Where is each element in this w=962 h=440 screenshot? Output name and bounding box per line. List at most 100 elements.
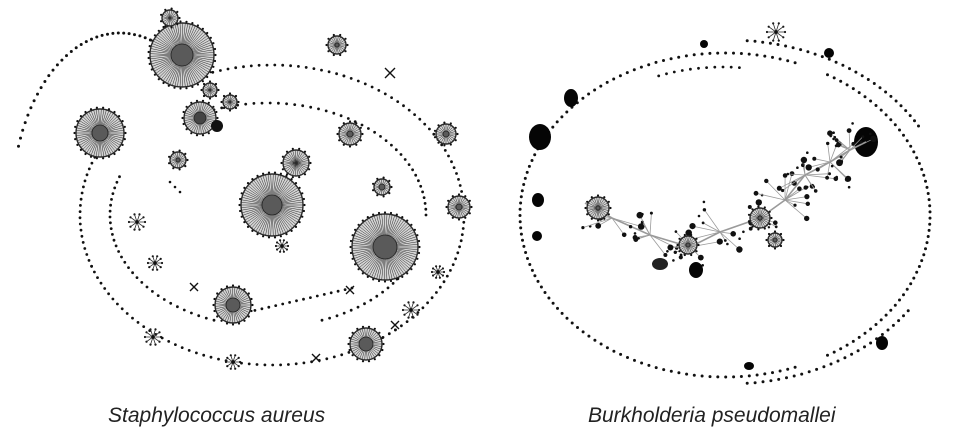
dark-node [211,120,223,132]
tree-branch [779,174,806,189]
cluster-ring-right-b [433,121,459,147]
tree-leaf [839,155,843,159]
cluster-ring-top [325,33,349,57]
tree-cluster-small [765,230,785,250]
tree-leaf [764,178,769,184]
star-node-d [224,354,242,370]
cross-node-a [384,67,396,79]
tree-leaf [870,135,877,142]
tree-branch [649,234,666,256]
tree-leaf [663,253,668,257]
central-tree [581,122,877,267]
tree-leaf [827,130,833,136]
cluster-ring-right-c [445,193,473,221]
tree-leaf [833,176,839,182]
star-node-top-right-panel [765,22,787,42]
tree-branch [804,174,836,180]
star-node-e [401,301,421,319]
outer-ring-right-right-panel [826,73,932,357]
tree-leaf [836,159,843,167]
tree-leaf [846,128,852,134]
tree-leaf [805,164,812,171]
tree-leaf [636,211,644,219]
tree-branch [766,180,786,201]
tree-branch [784,188,800,201]
tree-branch [719,231,726,241]
tree-leaf [815,167,820,172]
tree-leaf [776,185,782,191]
star-node-c [143,328,163,346]
tree-branch [611,217,642,227]
outer-ring-bottom-right-panel [533,274,797,379]
tree-leaf [844,176,850,182]
tree-branch [649,213,652,236]
tree-leaf [701,221,705,225]
cluster-center [238,171,306,239]
cluster-mid-top [181,99,219,137]
tree-leaf [782,173,788,178]
tree-leaf [828,172,831,176]
star-node-g [274,239,290,253]
outer-ring-right [342,74,466,332]
tree-branch [787,173,806,176]
tree-leaf [789,171,795,177]
tree-branch [755,192,786,201]
cluster-bottom [212,284,254,326]
tree-leaf [666,250,669,253]
inner-ring-top [212,101,428,217]
tree-branch [814,158,831,163]
tree-leaf [702,200,706,204]
caption-staphylococcus: Staphylococcus aureus [108,404,326,427]
tree-leaf [797,186,802,191]
outer-arc-left [17,31,168,148]
tree-leaf [678,255,683,260]
tree-dark-blob [652,258,668,270]
inner-ring-left [108,175,216,322]
tree-branch [827,143,831,163]
tree-branch [784,196,807,201]
tree-leaf [836,143,841,148]
star-node-b [146,255,164,271]
tree-leaf [628,225,633,229]
tree-leaf [632,235,638,240]
cluster-small-b [220,92,240,112]
tree-leaf [805,185,809,189]
tree-leaf [753,190,759,196]
tree-leaf [637,223,645,230]
caption-burkholderia: Burkholderia pseudomallei [588,404,836,427]
tree-leaf [730,231,736,237]
inner-arc-top-right-panel [657,65,741,78]
inner-chain [246,286,354,314]
tree-leaf [595,222,602,229]
tree-cluster-mid [676,233,700,257]
cluster-top-small [160,7,181,29]
ring-node-5 [532,231,542,241]
tree-leaf [793,203,797,207]
tree-branch [804,173,830,176]
tree-leaf [637,237,640,240]
tree-branch [638,234,651,239]
tree-branch [784,199,796,206]
cluster-ring-right-a [336,120,364,148]
tree-leaf [832,131,835,134]
tree-leaf [834,138,839,143]
tree-branch [704,209,721,233]
tree-branch [829,161,848,180]
tree-leaf [806,151,809,154]
tree-leaf [742,230,745,234]
cluster-left [73,106,127,160]
outer-arc-top-right-panel [745,39,920,128]
tree-leaf [716,238,723,245]
tree-leaf [805,201,810,206]
tree-branch [782,174,806,191]
star-node-a [127,213,147,231]
ring-node-1 [564,89,578,107]
tree-leaf [830,164,834,168]
tree-leaf [689,223,696,230]
tree-leaf [773,220,778,225]
tree-leaf [697,214,701,218]
cross-node-e [390,320,400,330]
tree-leaf [755,199,762,206]
tree-leaf [774,225,778,229]
tree-branch [639,215,651,236]
